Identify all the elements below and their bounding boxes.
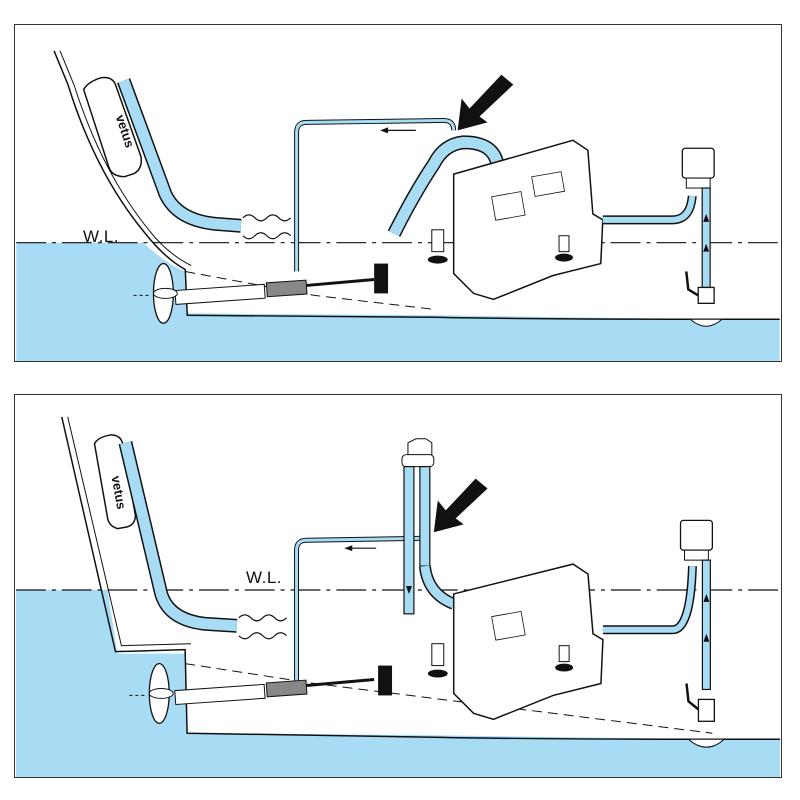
diagram-top-svg: vetus xyxy=(16,50,780,361)
hull-top xyxy=(53,50,780,320)
hull-bottom xyxy=(61,416,780,740)
waterline-label-top: W.L. xyxy=(83,227,120,246)
propeller-shaft-bottom xyxy=(174,665,393,706)
engine-mount-rear-bottom xyxy=(558,645,570,663)
water-top xyxy=(16,242,780,361)
seacock-top xyxy=(685,271,724,327)
engine-mount-front-bottom xyxy=(431,643,445,667)
exhaust-bellows-top xyxy=(242,214,292,240)
siphon-break-bottom xyxy=(401,438,435,615)
intake-pipe-bottom xyxy=(701,559,711,691)
exhaust-bellows-bottom xyxy=(238,614,288,640)
pointer-arrow-bottom xyxy=(433,478,488,533)
waterlock-top: vetus xyxy=(82,76,143,178)
diagram-panel-bottom: vetus xyxy=(14,394,782,778)
vented-loop-line-top xyxy=(294,117,457,272)
engine-mount-rear-top xyxy=(558,235,570,253)
intake-pipe-top xyxy=(701,187,711,289)
seacock-bottom xyxy=(685,683,726,748)
engine-mount-front-top xyxy=(431,229,445,253)
waterline-label-bottom: W.L. xyxy=(246,568,283,587)
water-bottom xyxy=(16,589,780,777)
diagram-bottom-svg: vetus xyxy=(15,416,780,777)
propeller-shaft-top xyxy=(174,263,389,305)
waterlock-brand-bottom: vetus xyxy=(109,474,130,510)
propeller-top xyxy=(133,262,178,324)
engine-bottom xyxy=(452,563,604,721)
water-strainer-bottom xyxy=(679,519,714,561)
strainer-hose-bottom xyxy=(602,565,697,635)
propeller-bottom xyxy=(129,662,174,724)
water-strainer-top xyxy=(681,147,715,189)
pointer-arrow-top xyxy=(457,74,514,131)
engine-top xyxy=(452,139,604,301)
diagram-panel-top: vetus xyxy=(14,24,782,362)
exhaust-hose-top xyxy=(117,78,242,233)
